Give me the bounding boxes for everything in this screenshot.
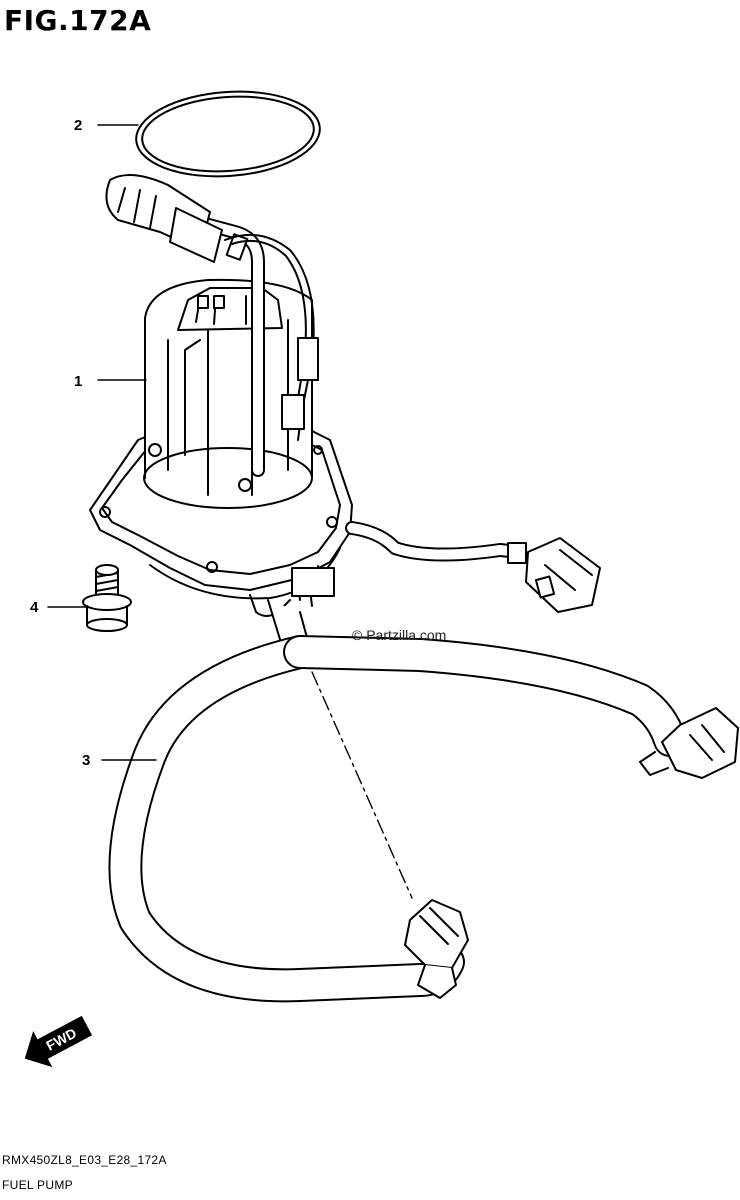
callout-2: 2 xyxy=(74,117,82,134)
callout-1: 1 xyxy=(74,373,82,390)
section-name: FUEL PUMP xyxy=(2,1178,73,1192)
fuel-hose xyxy=(108,635,739,1003)
fuel-pump-assembly xyxy=(89,174,601,669)
o-ring-gasket xyxy=(135,90,321,178)
fwd-direction-badge: FWD xyxy=(24,1015,93,1068)
callout-4: 4 xyxy=(30,599,39,616)
callout-3: 3 xyxy=(82,752,90,769)
model-code: RMX450ZL8_E03_E28_172A xyxy=(2,1153,167,1167)
figure-title: FIG.172A xyxy=(4,4,152,37)
watermark: © Partzilla.com xyxy=(352,627,446,643)
flange-bolt xyxy=(82,564,132,632)
